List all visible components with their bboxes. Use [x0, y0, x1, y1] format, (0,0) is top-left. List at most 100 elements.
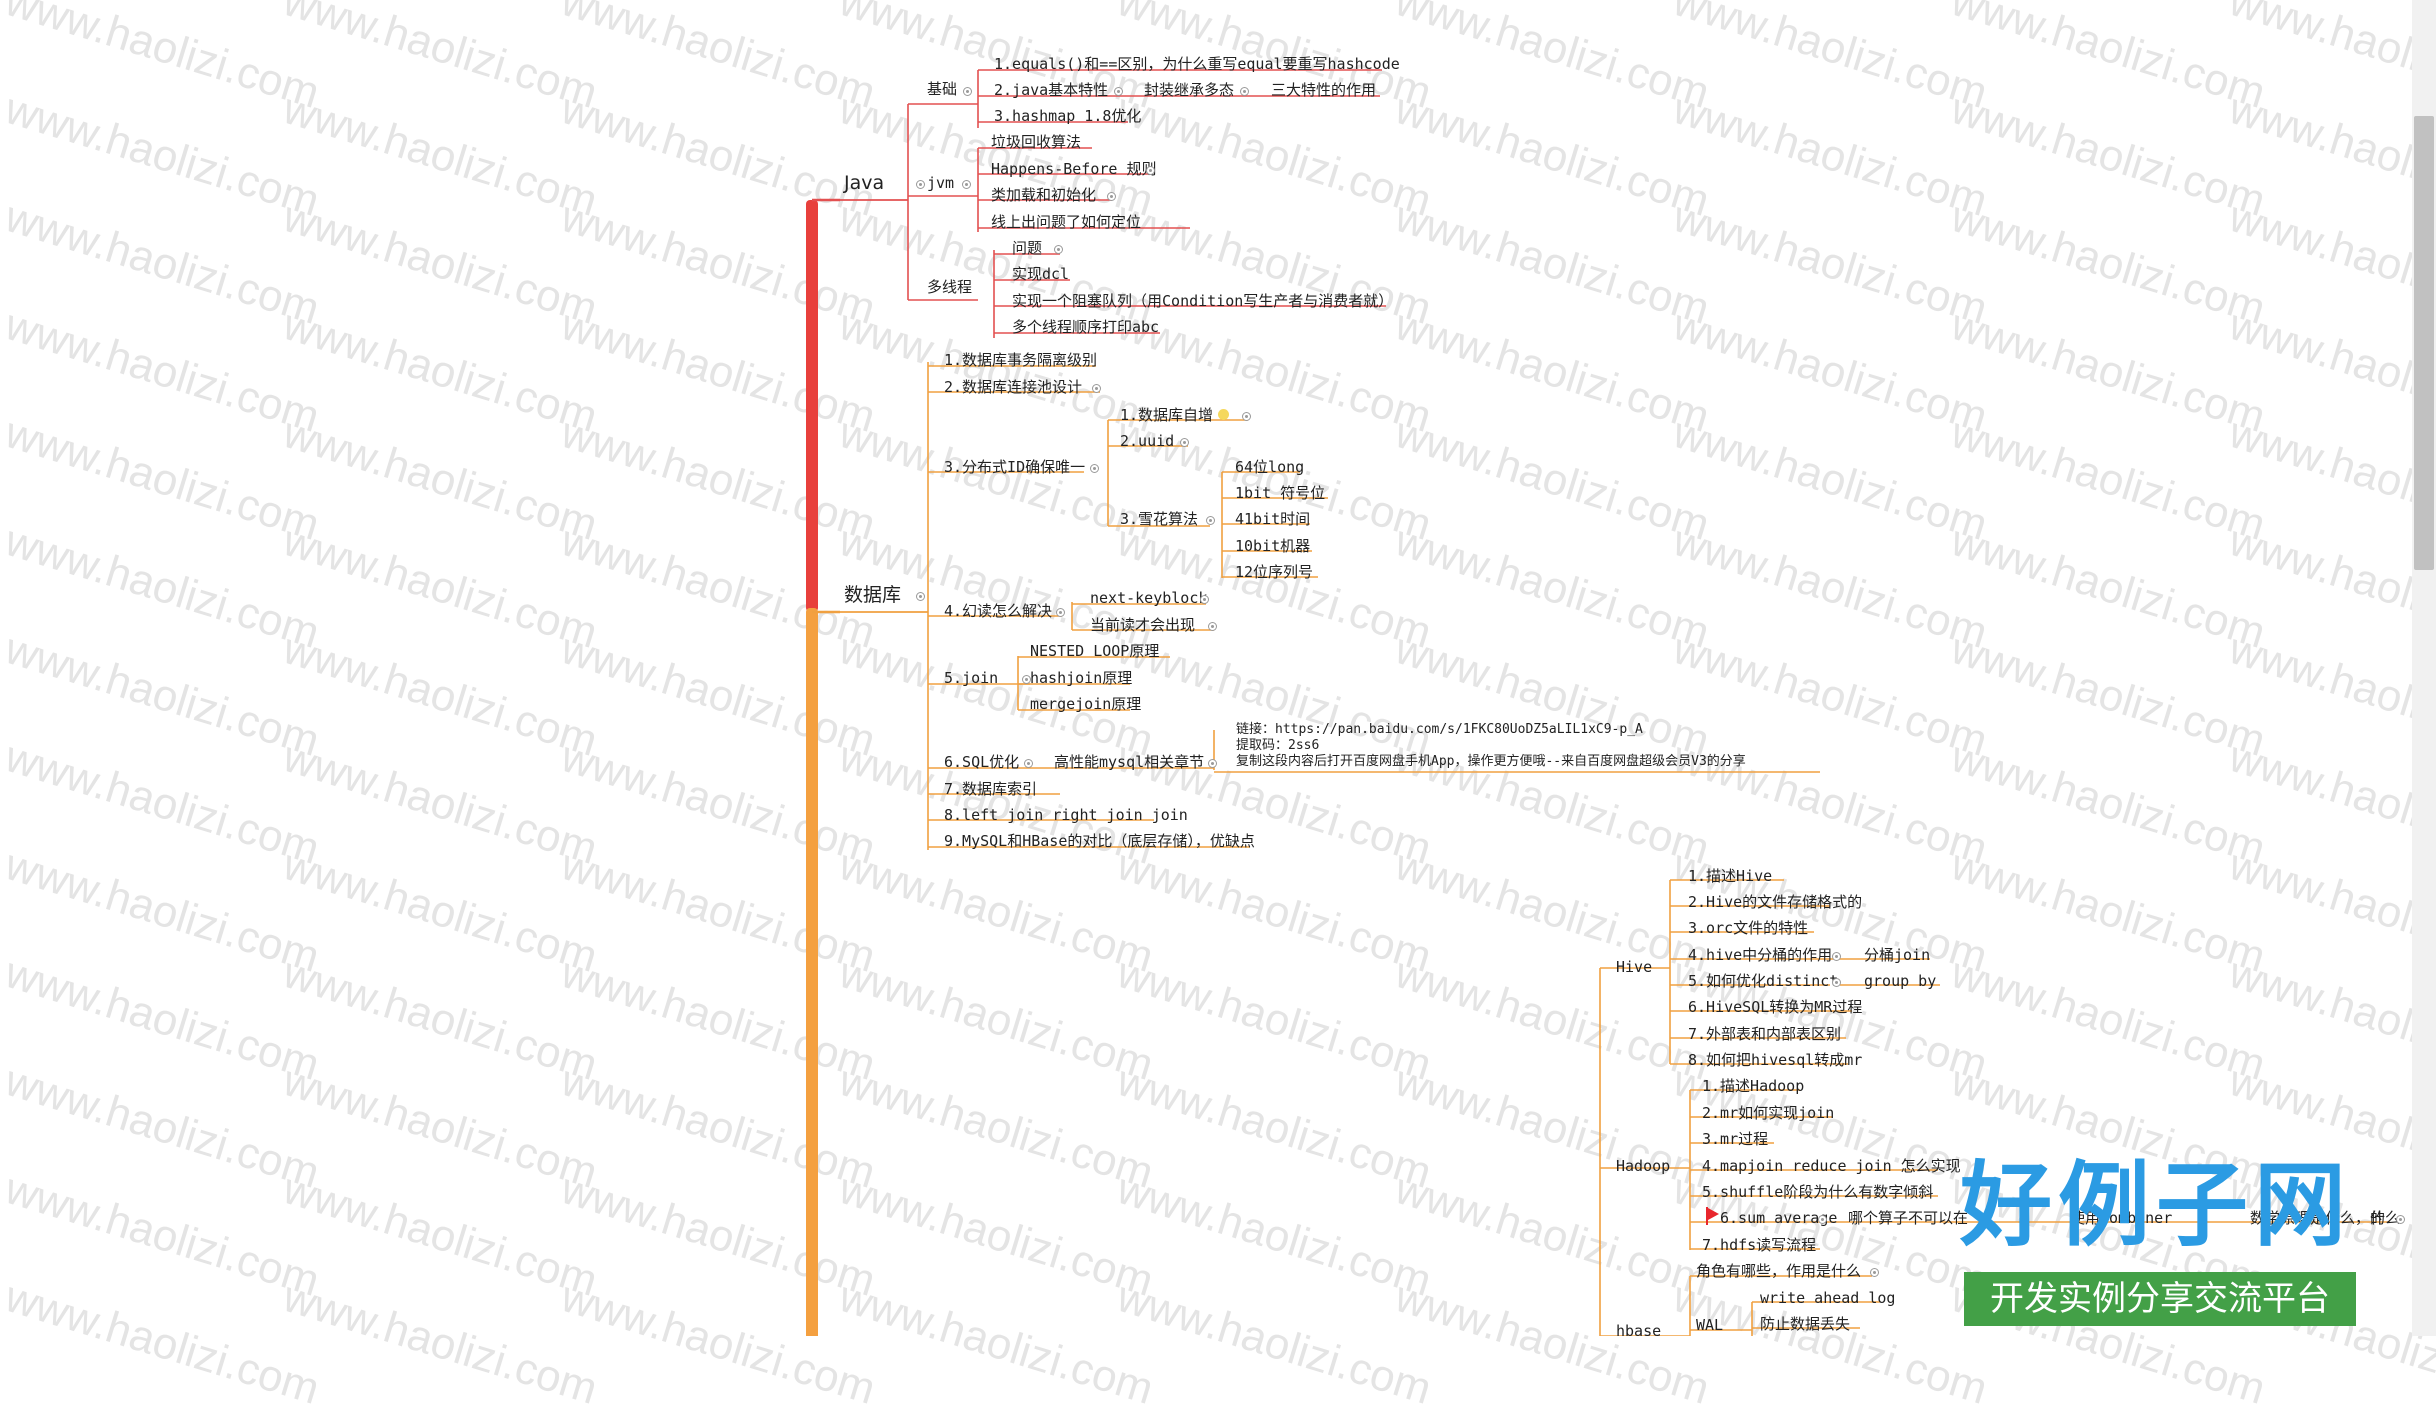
expand-dot-icon[interactable] — [1208, 759, 1217, 768]
node-hadoop[interactable]: Hadoop — [1616, 1157, 1671, 1175]
expand-dot-icon[interactable] — [2396, 1215, 2405, 1224]
node-db-1[interactable]: 1.数据库事务隔离级别 — [944, 351, 1098, 369]
node-hive[interactable]: Hive — [1616, 958, 1653, 976]
node-mt-4[interactable]: 多个线程顺序打印abc — [1012, 318, 1160, 336]
expand-dot-icon[interactable] — [1024, 759, 1033, 768]
node-wal[interactable]: WAL — [1696, 1316, 1724, 1334]
expand-dot-icon[interactable] — [1054, 245, 1063, 254]
node-hd-7[interactable]: 7.hdfs读写流程 — [1702, 1236, 1817, 1254]
node-hive-6[interactable]: 6.HiveSQL转换为MR过程 — [1688, 998, 1863, 1016]
node-java-basic-2[interactable]: 2.java基本特性 — [994, 81, 1109, 99]
node-java-basic-1[interactable]: 1.equals()和==区别，为什么重写equal要重写hashcode — [994, 55, 1400, 73]
priority-flag-icon — [1708, 1208, 1719, 1220]
node-java-basic-2b[interactable]: 三大特性的作用 — [1271, 81, 1377, 99]
node-db-5[interactable]: 5.join — [944, 669, 999, 687]
node-hd-3[interactable]: 3.mr过程 — [1702, 1130, 1769, 1148]
node-sf-1[interactable]: 64位long — [1235, 458, 1305, 476]
expand-dot-icon[interactable] — [1107, 192, 1116, 201]
expand-dot-icon[interactable] — [1090, 464, 1099, 473]
java-branch-bar — [806, 200, 818, 612]
node-jvm[interactable]: jvm — [927, 174, 955, 192]
expand-dot-icon[interactable] — [916, 180, 925, 189]
node-db-3a[interactable]: 1.数据库自增 — [1120, 406, 1214, 424]
node-hd-6d[interactable]: 的 — [2370, 1209, 2386, 1227]
node-mt-3[interactable]: 实现一个阻塞队列（用Condition写生产者与消费者就） — [1012, 292, 1394, 310]
node-db-3[interactable]: 3.分布式ID确保唯一 — [944, 458, 1086, 476]
node-mt-2[interactable]: 实现dcl — [1012, 265, 1070, 283]
expand-dot-icon[interactable] — [1832, 952, 1841, 961]
node-jvm-1[interactable]: 垃圾回收算法 — [991, 133, 1082, 151]
node-db-2[interactable]: 2.数据库连接池设计 — [944, 378, 1083, 396]
expand-dot-icon[interactable] — [1832, 978, 1841, 987]
node-database[interactable]: 数据库 — [844, 584, 902, 606]
expand-dot-icon[interactable] — [1114, 87, 1123, 96]
node-db-7[interactable]: 7.数据库索引 — [944, 780, 1038, 798]
node-jvm-4[interactable]: 线上出问题了如何定位 — [991, 213, 1142, 231]
expand-dot-icon[interactable] — [1200, 595, 1209, 604]
expand-dot-icon[interactable] — [1242, 412, 1251, 421]
node-java-basic[interactable]: 基础 — [927, 80, 958, 98]
node-hive-5[interactable]: 5.如何优化distinct — [1688, 972, 1839, 990]
node-java-basic-3[interactable]: 3.hashmap 1.8优化 — [994, 107, 1142, 125]
node-java[interactable]: Java — [844, 172, 885, 194]
node-db-8[interactable]: 8.left join right join join — [944, 806, 1188, 824]
node-db-6a[interactable]: 高性能mysql相关章节 — [1054, 753, 1205, 771]
node-wal-1[interactable]: write ahead log — [1760, 1289, 1896, 1307]
node-hbase[interactable]: hbase — [1616, 1322, 1662, 1340]
node-jvm-3[interactable]: 类加载和初始化 — [991, 186, 1097, 204]
node-hb-1[interactable]: 角色有哪些，作用是什么 — [1696, 1262, 1862, 1280]
node-sf-2[interactable]: 1bit 符号位 — [1235, 484, 1326, 502]
node-wal-2[interactable]: 防止数据丢失 — [1760, 1315, 1851, 1333]
node-db-6-code: 提取码：2ss6 — [1236, 738, 1320, 753]
node-hd-4[interactable]: 4.mapjoin reduce join 怎么实现 — [1702, 1157, 1961, 1175]
node-db-4[interactable]: 4.幻读怎么解决 — [944, 602, 1053, 620]
node-sf-4[interactable]: 10bit机器 — [1235, 537, 1311, 555]
expand-dot-icon[interactable] — [916, 592, 925, 601]
node-hive-4a[interactable]: 分桶join — [1864, 946, 1931, 964]
node-mt-1[interactable]: 问题 — [1012, 239, 1043, 257]
expand-dot-icon[interactable] — [1092, 384, 1101, 393]
logo-subtitle: 开发实例分享交流平台 — [1964, 1272, 2356, 1326]
expand-dot-icon[interactable] — [1870, 1268, 1879, 1277]
node-multithread[interactable]: 多线程 — [927, 278, 973, 296]
node-hd-6b[interactable]: 使用combiner — [2070, 1209, 2173, 1227]
node-hive-3[interactable]: 3.orc文件的特性 — [1688, 919, 1809, 937]
expand-dot-icon[interactable] — [1206, 516, 1215, 525]
scrollbar-thumb[interactable] — [2414, 116, 2434, 570]
node-hd-5[interactable]: 5.shuffle阶段为什么有数字倾斜 — [1702, 1183, 1934, 1201]
node-db-3b[interactable]: 2.uuid — [1120, 432, 1175, 450]
node-hive-4[interactable]: 4.hive中分桶的作用 — [1688, 946, 1833, 964]
node-hd-6a[interactable]: 哪个算子不可以在 — [1848, 1209, 1969, 1227]
node-hive-2[interactable]: 2.Hive的文件存储格式的 — [1688, 893, 1863, 911]
expand-dot-icon[interactable] — [1022, 675, 1031, 684]
node-db-5a[interactable]: NESTED LOOP原理 — [1030, 642, 1160, 660]
node-db-4b[interactable]: 当前读才会出现 — [1090, 616, 1196, 634]
node-hd-6[interactable]: 6.sum average — [1720, 1209, 1838, 1227]
expand-dot-icon[interactable] — [1180, 438, 1189, 447]
node-hd-1[interactable]: 1.描述Hadoop — [1702, 1077, 1805, 1095]
node-sf-3[interactable]: 41bit时间 — [1235, 510, 1311, 528]
node-sf-5[interactable]: 12位序列号 — [1235, 563, 1314, 581]
node-hive-7[interactable]: 7.外部表和内部表区别 — [1688, 1025, 1842, 1043]
node-db-5c[interactable]: mergejoin原理 — [1030, 695, 1142, 713]
node-hive-5a[interactable]: group by — [1864, 972, 1937, 990]
node-db-4a[interactable]: next-keyblock — [1090, 589, 1208, 607]
expand-dot-icon[interactable] — [1208, 622, 1217, 631]
expand-dot-icon[interactable] — [1146, 166, 1155, 175]
expand-dot-icon[interactable] — [962, 180, 971, 189]
node-hd-2[interactable]: 2.mr如何实现join — [1702, 1104, 1835, 1122]
node-jvm-2[interactable]: Happens-Before 规则 — [991, 160, 1157, 178]
node-hive-8[interactable]: 8.如何把hivesql转成mr — [1688, 1051, 1863, 1069]
expand-dot-icon[interactable] — [1240, 87, 1249, 96]
node-db-9[interactable]: 9.MySQL和HBase的对比（底层存储），优缺点 — [944, 832, 1255, 850]
expand-dot-icon[interactable] — [1056, 608, 1065, 617]
node-java-basic-2a[interactable]: 封装继承多态 — [1144, 81, 1235, 99]
expand-dot-icon[interactable] — [1818, 1215, 1827, 1224]
expand-dot-icon[interactable] — [963, 87, 972, 96]
node-db-6[interactable]: 6.SQL优化 — [944, 753, 1020, 771]
node-db-3c[interactable]: 3.雪花算法 — [1120, 510, 1199, 528]
node-db-6-link[interactable]: 链接：https://pan.baidu.com/s/1FKC80UoDZ5aL… — [1236, 722, 1643, 737]
node-hd-6c[interactable]: 数学原理是什么，什么 — [2250, 1209, 2401, 1227]
node-db-5b[interactable]: hashjoin原理 — [1030, 669, 1133, 687]
node-hive-1[interactable]: 1.描述Hive — [1688, 867, 1773, 885]
